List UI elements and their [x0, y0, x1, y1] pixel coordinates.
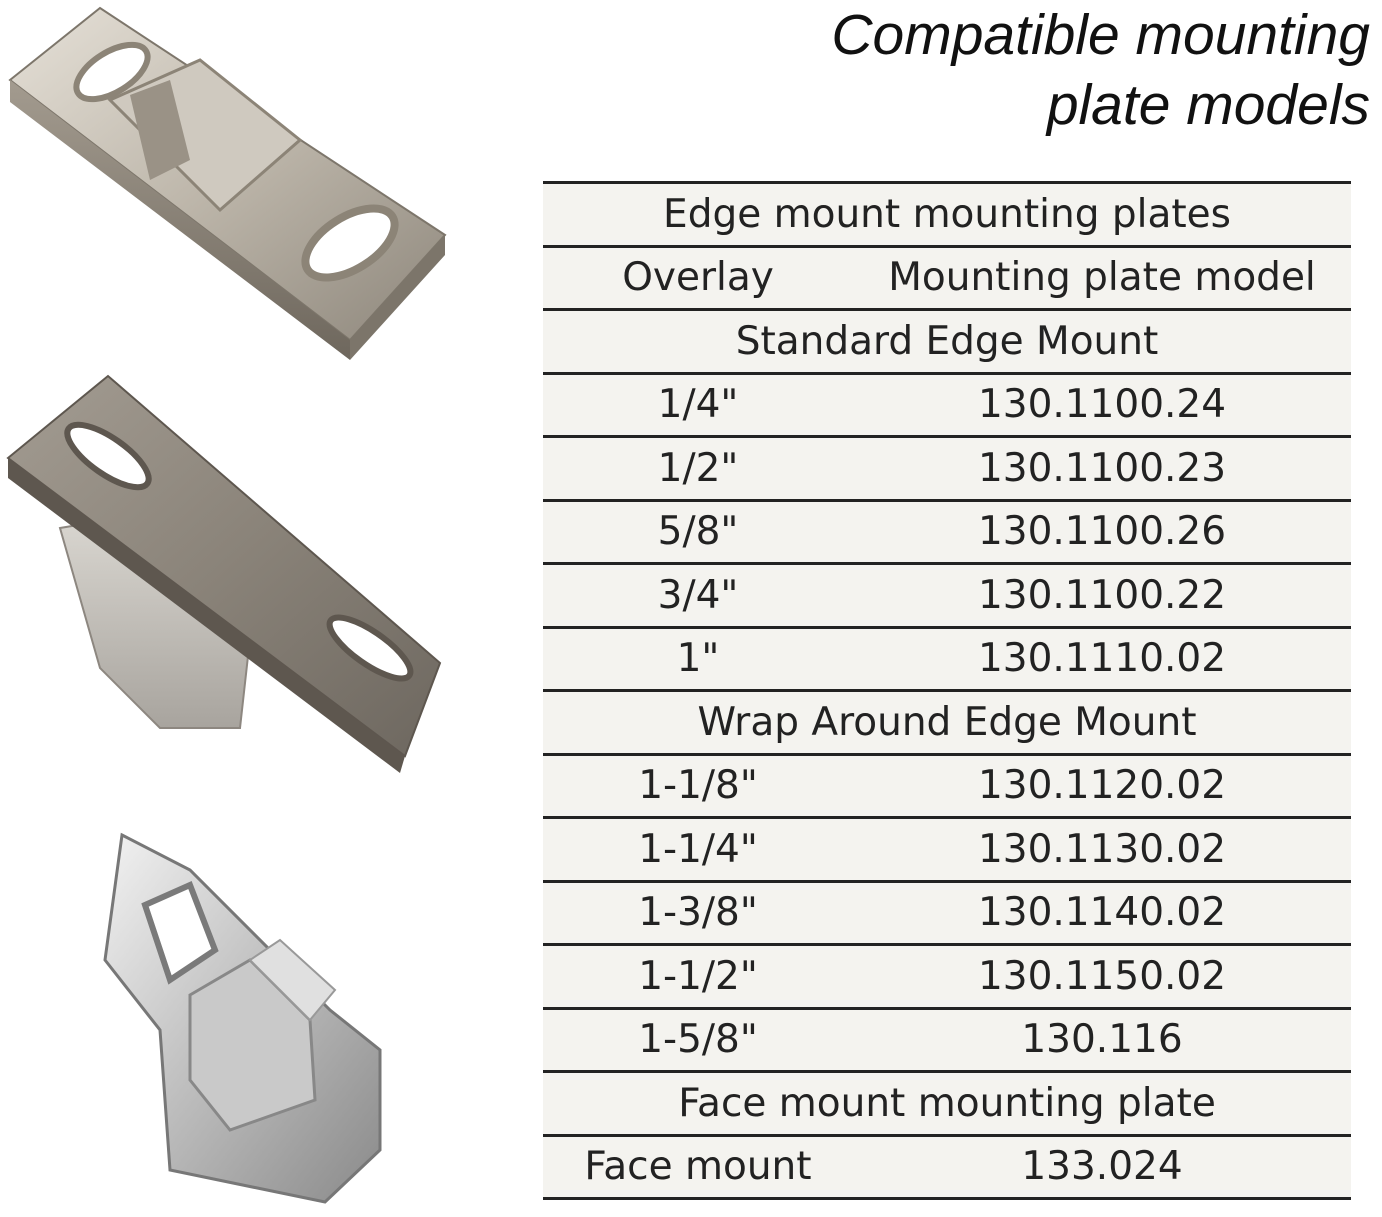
overlay-cell: 1" — [676, 636, 720, 682]
overlay-cell: 1/4" — [657, 382, 739, 428]
overlay-cell: 1/2" — [657, 445, 739, 491]
overlay-cell: 1-1/2" — [638, 953, 758, 999]
overlay-cell: 3/4" — [657, 572, 739, 618]
section-header-text: Edge mount mounting plates — [663, 191, 1231, 237]
wrap-around-plate-image — [0, 368, 460, 788]
title-line-1: Compatible mounting — [831, 3, 1370, 67]
overlay-cell: 1-3/8" — [638, 890, 758, 936]
overlay-cell: 1-1/4" — [638, 826, 758, 872]
model-cell: 130.1110.02 — [977, 636, 1227, 682]
model-cell: 133.024 — [1021, 1144, 1183, 1190]
table-row: 1-1/8" 130.1120.02 — [543, 756, 1351, 819]
model-cell: 130.1100.26 — [977, 509, 1227, 555]
model-cell: 130.1130.02 — [977, 826, 1227, 872]
table-section-header: Face mount mounting plate — [543, 1073, 1351, 1137]
table-row: 1-3/8" 130.1140.02 — [543, 883, 1351, 946]
model-cell: Mounting plate model — [888, 255, 1316, 301]
model-cell: 130.1150.02 — [977, 953, 1227, 999]
table-row: 5/8" 130.1100.26 — [543, 502, 1351, 565]
table-section-header: Wrap Around Edge Mount — [543, 692, 1351, 756]
overlay-cell: 5/8" — [657, 509, 739, 555]
section-header-text: Wrap Around Edge Mount — [697, 699, 1197, 745]
overlay-cell: Overlay — [622, 255, 774, 301]
table-row: Face mount 133.024 — [543, 1137, 1351, 1200]
overlay-cell: Face mount — [584, 1144, 812, 1190]
model-cell: 130.1140.02 — [977, 890, 1227, 936]
model-cell: 130.1100.24 — [977, 382, 1227, 428]
table-row: 3/4" 130.1100.22 — [543, 565, 1351, 629]
table-row: 1-1/2" 130.1150.02 — [543, 946, 1351, 1010]
title-line-2: plate models — [1046, 73, 1370, 137]
face-mount-plate-image — [100, 830, 400, 1210]
model-cell: 130.1120.02 — [977, 763, 1227, 809]
model-cell: 130.1100.22 — [977, 572, 1227, 618]
table-row: 1/2" 130.1100.23 — [543, 438, 1351, 502]
page-title: Compatible mounting plate models — [831, 0, 1370, 140]
overlay-cell: 1-5/8" — [638, 1017, 758, 1063]
model-cell: 130.116 — [1021, 1017, 1183, 1063]
table-row: 1-5/8" 130.116 — [543, 1010, 1351, 1073]
section-header-text: Standard Edge Mount — [735, 318, 1159, 364]
overlay-cell: 1-1/8" — [638, 763, 758, 809]
table-section-header: Edge mount mounting plates — [543, 184, 1351, 248]
section-header-text: Face mount mounting plate — [678, 1080, 1216, 1126]
table-row: Overlay Mounting plate model — [543, 248, 1351, 311]
edge-mount-plate-image — [0, 0, 460, 370]
table-row: 1-1/4" 130.1130.02 — [543, 819, 1351, 883]
table-row: 1" 130.1110.02 — [543, 629, 1351, 692]
table-row: 1/4" 130.1100.24 — [543, 375, 1351, 438]
table-section-header: Standard Edge Mount — [543, 311, 1351, 375]
model-cell: 130.1100.23 — [977, 445, 1227, 491]
